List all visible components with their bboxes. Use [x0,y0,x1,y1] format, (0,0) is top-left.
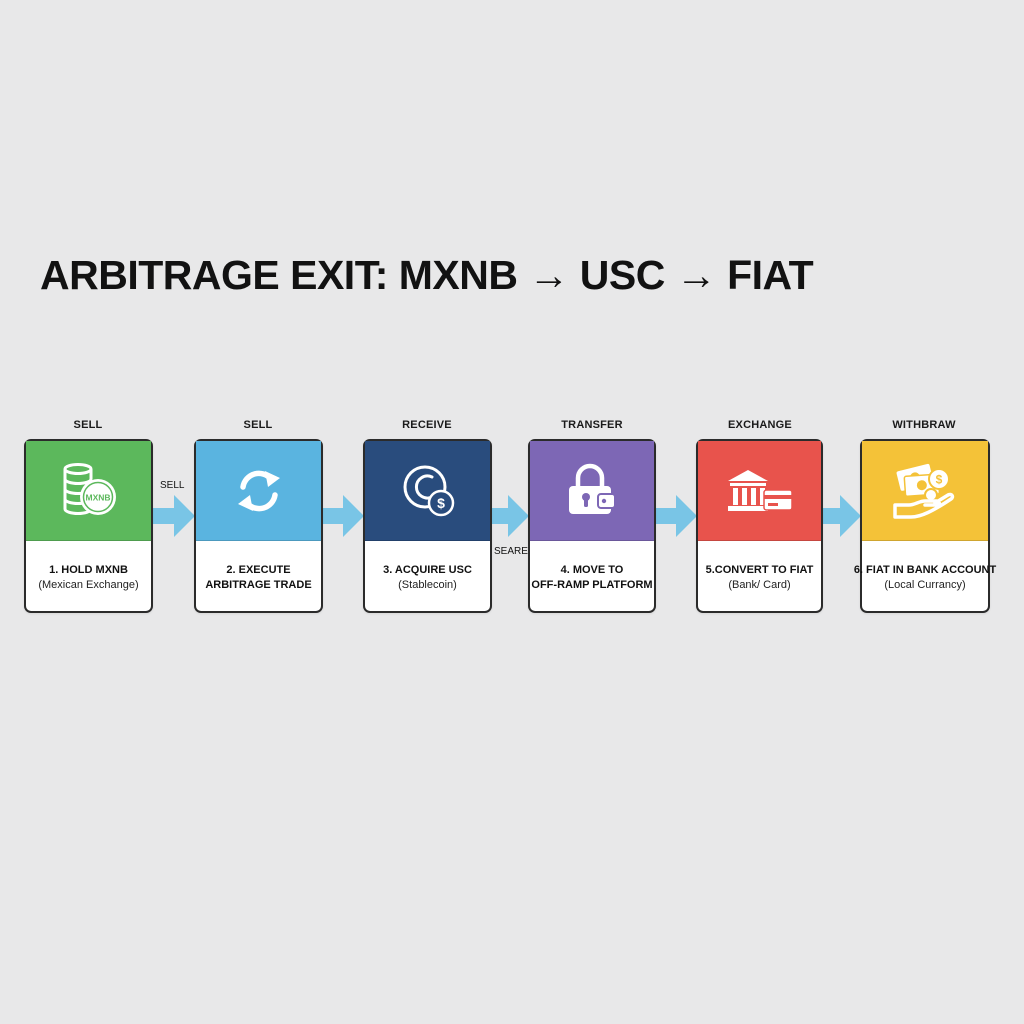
step-6-text: 6. FIAT IN BANK ACCOUNT (Local Currancy) [854,541,996,614]
step-3-top-label: RECEIVE [402,419,452,431]
step-4-title-line-2: OFF-RAMP PLATFORM [531,578,653,591]
stablecoin-dollar-text: $ [437,495,445,511]
cash-hand-icon: $ [893,463,955,519]
step-1-icon-area: MXNB [26,441,151,541]
padlock-wallet-icon [569,463,616,514]
step-2-text: 2. EXECUTE ARBITRAGE TRADE [196,541,321,614]
flow-arrow-1-2 [150,495,195,537]
step-2-card: 2. EXECUTE ARBITRAGE TRADE [194,439,323,613]
step-1-text: 1. HOLD MXNB (Mexican Exchange) [26,541,151,614]
step-3-text: 3. ACQUIRE USC (Stablecoin) [365,541,490,614]
flow-arrow-3-4-shape [489,495,529,537]
step-6-top-label: WITHBRAW [892,419,956,431]
step-1-card: MXNB 1. HOLD MXNB (Mexican Exchange) [24,439,153,613]
step-2-title-line-1: 2. EXECUTE [226,563,291,576]
flow-arrow-1-2-shape [150,495,195,537]
bank-card-icon [727,469,793,511]
flow-arrow-4-5-shape [653,495,697,537]
step-3-icon-area: $ [365,441,490,541]
step-5-top-label: EXCHANGE [728,419,792,431]
exchange-arrows-icon [237,470,280,511]
flow-arrow-2-3 [320,495,364,537]
step-1-top-label: SELL [73,419,103,431]
step-3-title: 3. ACQUIRE USC [383,563,472,576]
step-1-title: 1. HOLD MXNB [49,563,128,576]
step-5-title: 5.CONVERT TO FIAT [705,563,814,576]
step-4-icon-area [530,441,654,541]
step-2-title-line-2: ARBITRAGE TRADE [205,578,312,591]
flow-arrow-2-3-shape [320,495,364,537]
coin-stack-icon: MXNB [63,462,116,515]
step-4-title-line-1: 4. MOVE TO [560,563,624,576]
step-2-top-label: SELL [243,419,273,431]
step-3-subtitle: (Stablecoin) [398,578,457,591]
connector-label-1-2: SELL [160,480,185,491]
step-6-card: $ 6. FIAT IN BANK ACCOUNT (Local Curranc… [854,439,996,614]
coin-label-text: MXNB [85,492,110,502]
cash-dollar-text: $ [936,472,943,486]
step-2-icon-area [196,441,321,541]
step-6-title: 6. FIAT IN BANK ACCOUNT [853,563,997,576]
flow-arrow-5-6-shape [821,495,861,537]
step-4-text: 4. MOVE TO OFF-RAMP PLATFORM [530,541,654,614]
stablecoin-icon: $ [403,465,454,516]
step-6-subtitle: (Local Currancy) [884,578,966,591]
step-5-text: 5.CONVERT TO FIAT (Bank/ Card) [698,541,821,614]
step-4-top-label: TRANSFER [561,419,623,431]
step-4-card: 4. MOVE TO OFF-RAMP PLATFORM [528,439,656,613]
diagram-title: ARBITRAGE EXIT: MXNB → USC → FIAT [40,252,814,298]
step-6-icon-area: $ [862,441,988,541]
step-5-subtitle: (Bank/ Card) [728,578,791,591]
step-5-card: 5.CONVERT TO FIAT (Bank/ Card) [696,439,823,613]
flow-arrow-5-6 [821,495,861,537]
flow-arrow-3-4 [489,495,529,537]
connector-label-3-4: SEARE [494,546,528,557]
step-1-subtitle: (Mexican Exchange) [38,578,139,591]
step-3-card: $ 3. ACQUIRE USC (Stablecoin) [363,439,492,613]
flow-arrow-4-5 [653,495,697,537]
step-5-icon-area [698,441,821,541]
